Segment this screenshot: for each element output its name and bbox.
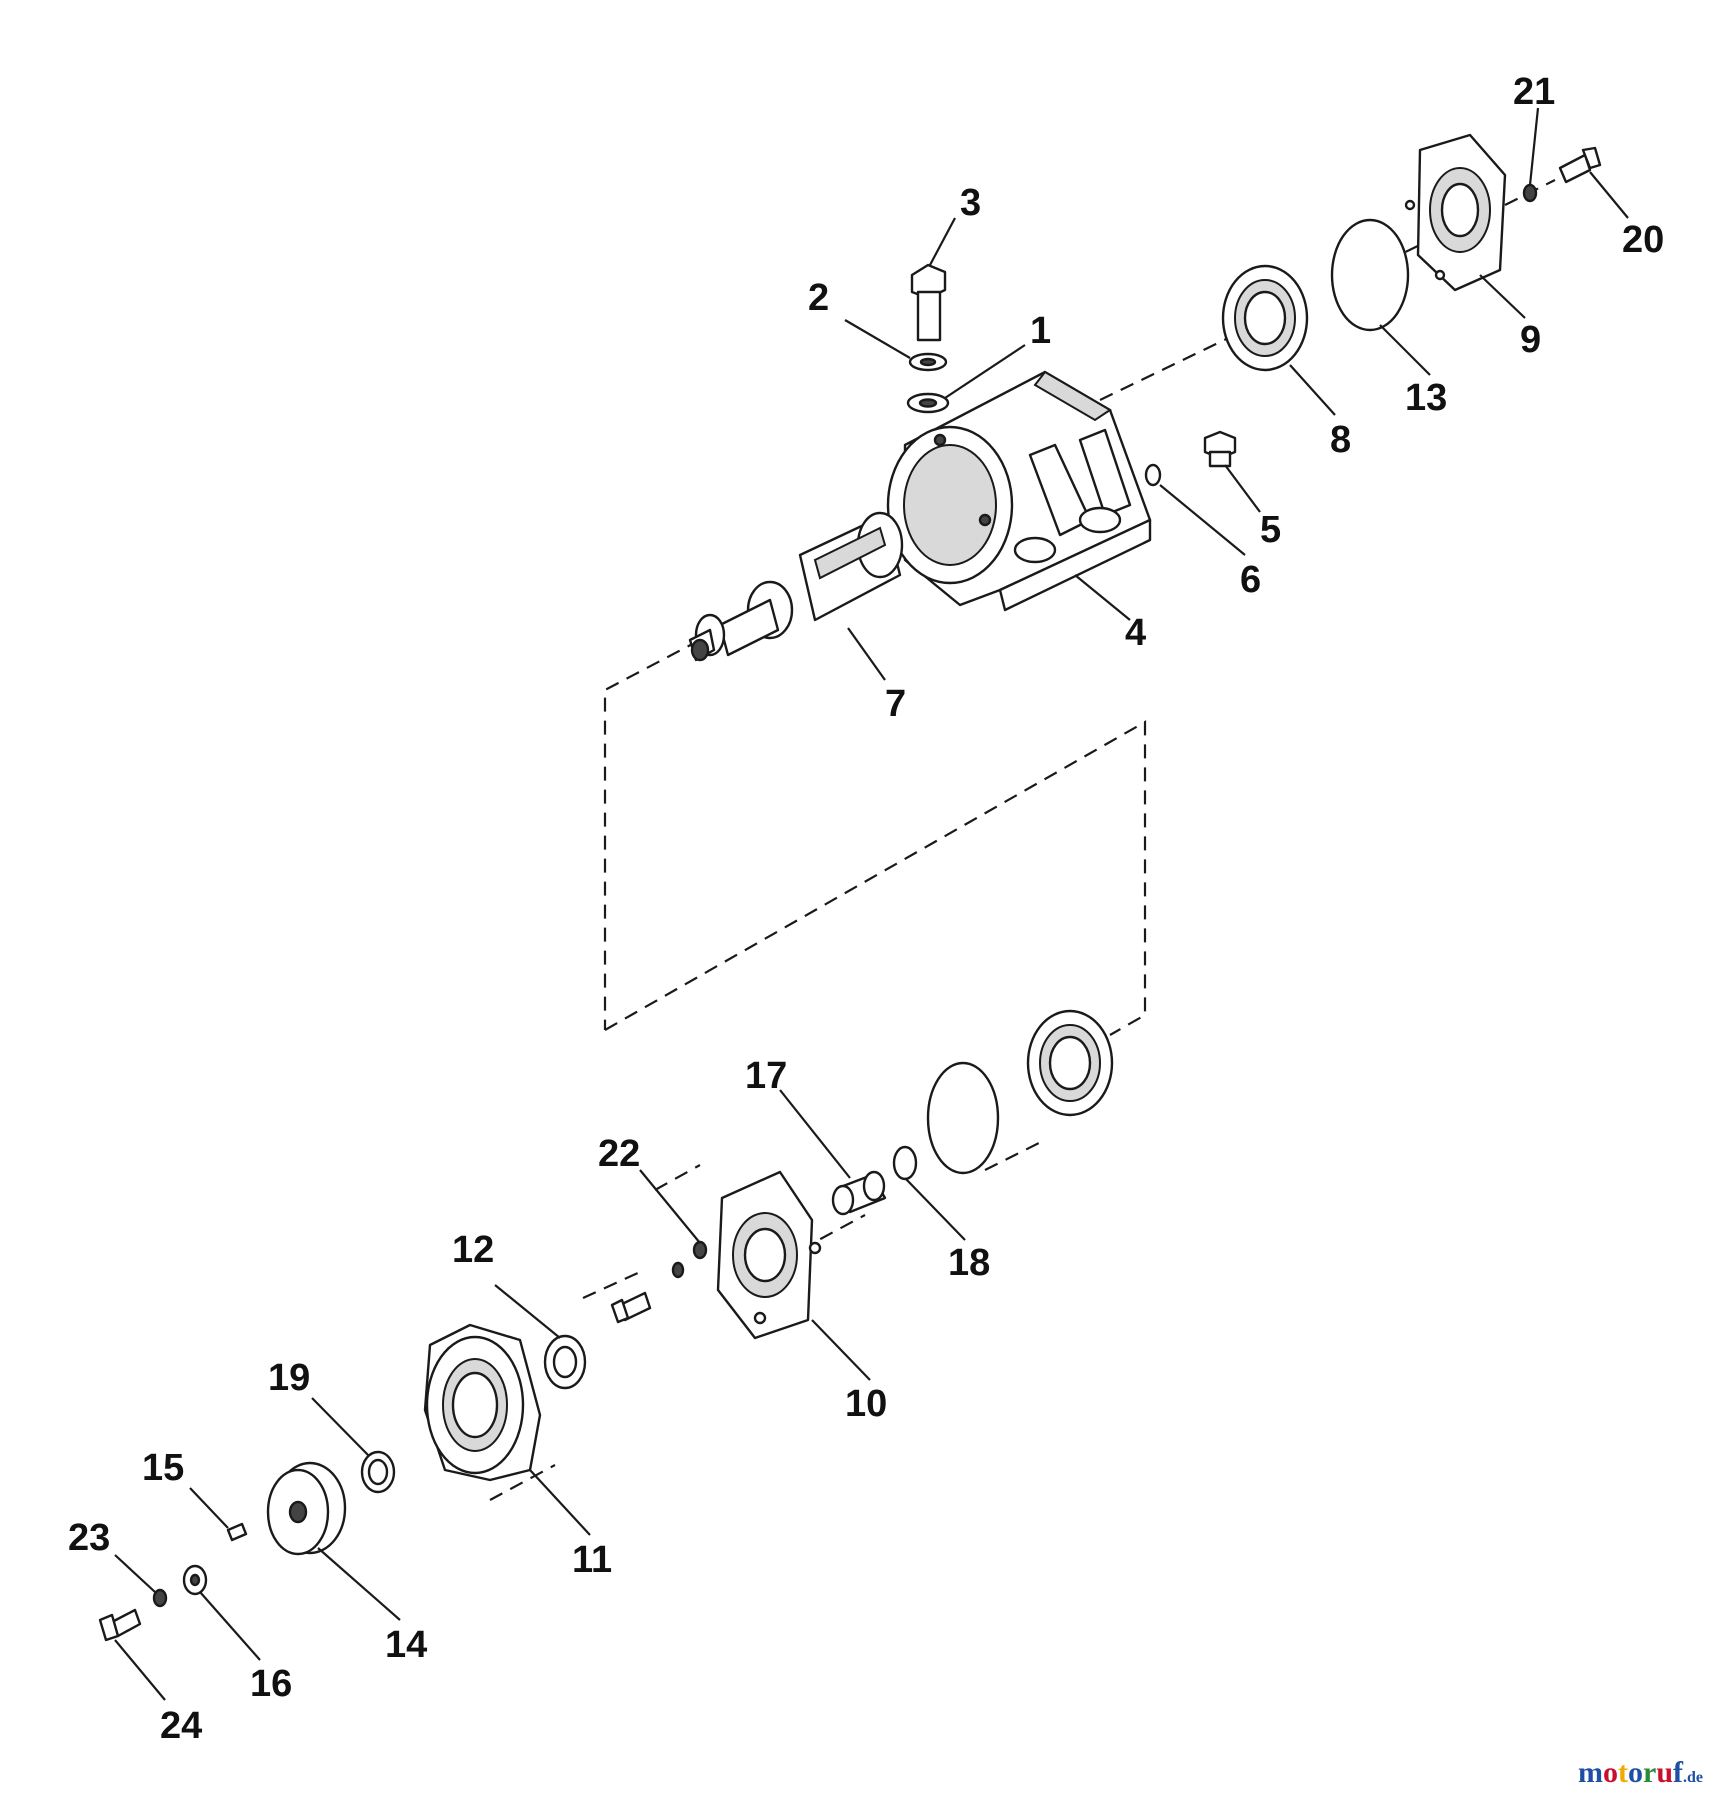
part-number-19: 19: [268, 1357, 310, 1399]
pulley-part-14: [266, 1461, 347, 1556]
part-number-13: 13: [1405, 377, 1447, 419]
part-number-23: 23: [68, 1517, 110, 1559]
part-number-16: 16: [250, 1663, 292, 1705]
part-number-20: 20: [1622, 219, 1664, 261]
part-number-8: 8: [1330, 419, 1351, 461]
washer-part-16: [182, 1564, 208, 1596]
washer-part-2: [908, 352, 948, 372]
part-number-4: 4: [1125, 612, 1146, 654]
assembly-axis-lines: [489, 179, 1556, 1501]
part-number-3: 3: [960, 182, 981, 224]
part-number-15: 15: [142, 1447, 184, 1489]
part-number-22: 22: [598, 1133, 640, 1175]
part-number-18: 18: [948, 1242, 990, 1284]
plug-part-5: [1203, 430, 1237, 468]
part-number-7: 7: [885, 683, 906, 725]
end-cover-part-10: [716, 1170, 822, 1340]
gear-housing-part: [886, 370, 1152, 612]
washer-part-22: [671, 1240, 708, 1279]
bolt-part-24: [98, 1608, 142, 1642]
o-ring-lower: [926, 1061, 1000, 1175]
part-number-14: 14: [385, 1624, 427, 1666]
motoruf-watermark-logo: motoruf.de: [1578, 1756, 1703, 1789]
washer-part-1: [906, 392, 950, 414]
o-ring-part-6: [1144, 463, 1162, 487]
part-number-9: 9: [1520, 319, 1541, 361]
part-number-2: 2: [808, 277, 829, 319]
screw-part-20: [1558, 146, 1602, 184]
part-number-24: 24: [160, 1705, 202, 1747]
bushing-part-19: [360, 1450, 396, 1494]
part-number-12: 12: [452, 1229, 494, 1271]
part-number-1: 1: [1030, 310, 1051, 352]
svg-text:motoruf.de: motoruf.de: [1578, 1756, 1703, 1789]
bolt-part-3: [910, 263, 947, 342]
bearing-lower: [1026, 1009, 1114, 1117]
screw-lower: [610, 1291, 652, 1324]
key-part-15: [226, 1522, 248, 1542]
washer-part-21: [1522, 183, 1538, 203]
shaft-armature-part: [688, 511, 904, 662]
bushing-part-17: [831, 1170, 887, 1216]
part-number-11: 11: [572, 1539, 612, 1581]
o-ring-part-13: [1330, 218, 1410, 332]
part-number-10: 10: [845, 1383, 887, 1425]
end-cover-part-9: [1404, 133, 1507, 292]
part-number-17: 17: [745, 1055, 787, 1097]
part-number-5: 5: [1260, 509, 1281, 551]
leader-lines: [114, 107, 1629, 1701]
pulley-housing-part-11: [423, 1323, 542, 1482]
o-ring-part-18: [892, 1145, 918, 1181]
bearing-part-8: [1221, 264, 1309, 372]
washer-part-23: [152, 1588, 168, 1608]
part-number-6: 6: [1240, 559, 1261, 601]
part-number-labels: 1 2 3 4 5 6 7 8 9 10 11 12 13 14 15 16 1…: [68, 71, 1664, 1747]
seal-part-12: [543, 1334, 587, 1390]
part-number-21: 21: [1513, 71, 1555, 113]
